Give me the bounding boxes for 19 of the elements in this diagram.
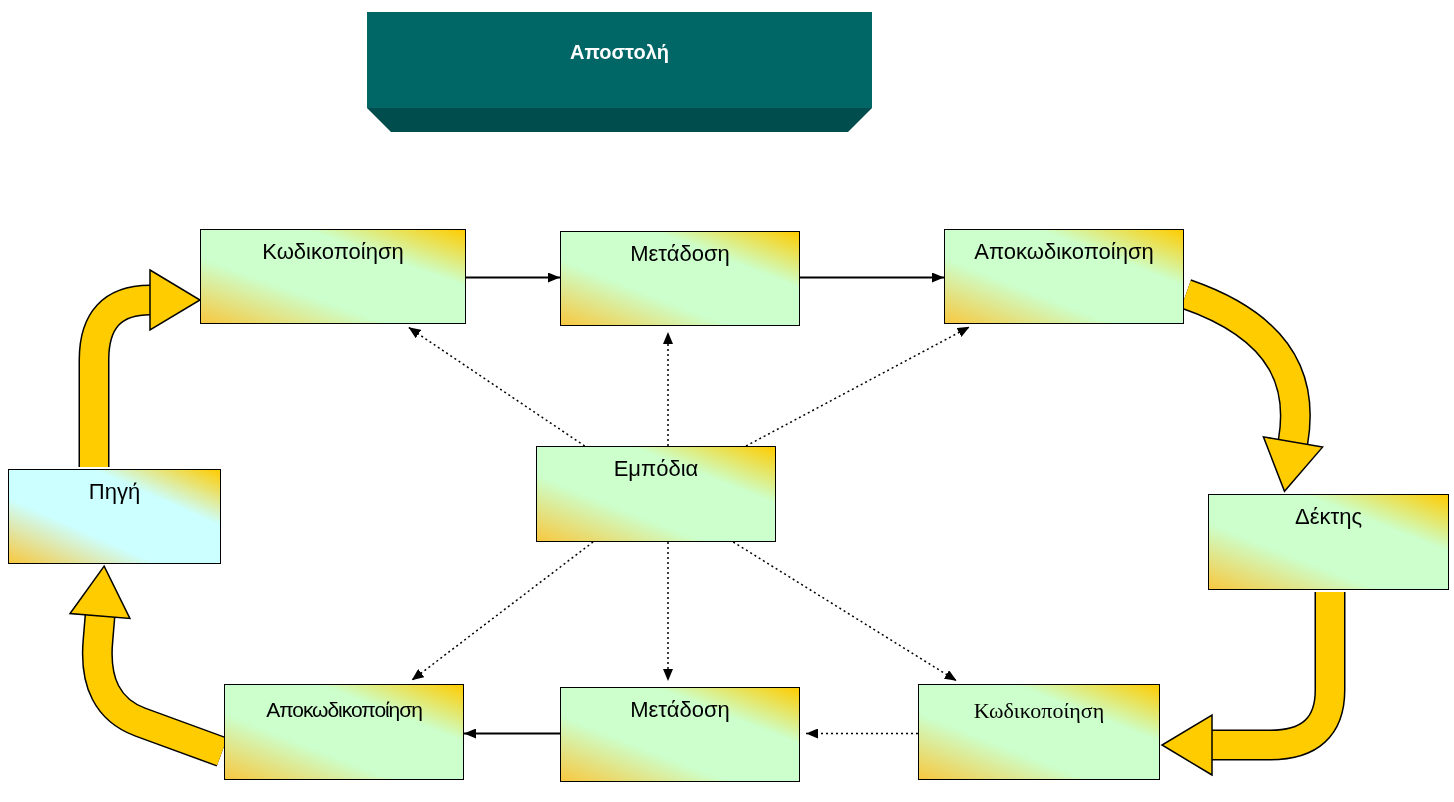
process-box: Αποκωδικοποίηση: [944, 229, 1184, 324]
process-box: Μετάδοση: [560, 687, 800, 782]
arrow: [732, 541, 958, 682]
arrow: [805, 728, 919, 739]
arrow: [663, 541, 673, 682]
arrow: [663, 331, 673, 447]
process-box: Δέκτης: [1208, 494, 1449, 590]
arrow: [463, 728, 561, 739]
arrow: [799, 272, 945, 283]
arrow: [410, 541, 594, 682]
barriers-box: Εμπόδια: [536, 446, 776, 542]
process-box: Κωδικοποίηση: [918, 684, 1160, 780]
process-box: Αποκωδικοποίηση: [224, 684, 464, 780]
process-box: Μετάδοση: [560, 231, 800, 326]
process-box: Πηγή: [8, 469, 221, 564]
arrow: [465, 272, 561, 283]
arrow: [745, 326, 971, 447]
process-box: Κωδικοποίηση: [200, 229, 466, 324]
arrow: [407, 326, 586, 447]
